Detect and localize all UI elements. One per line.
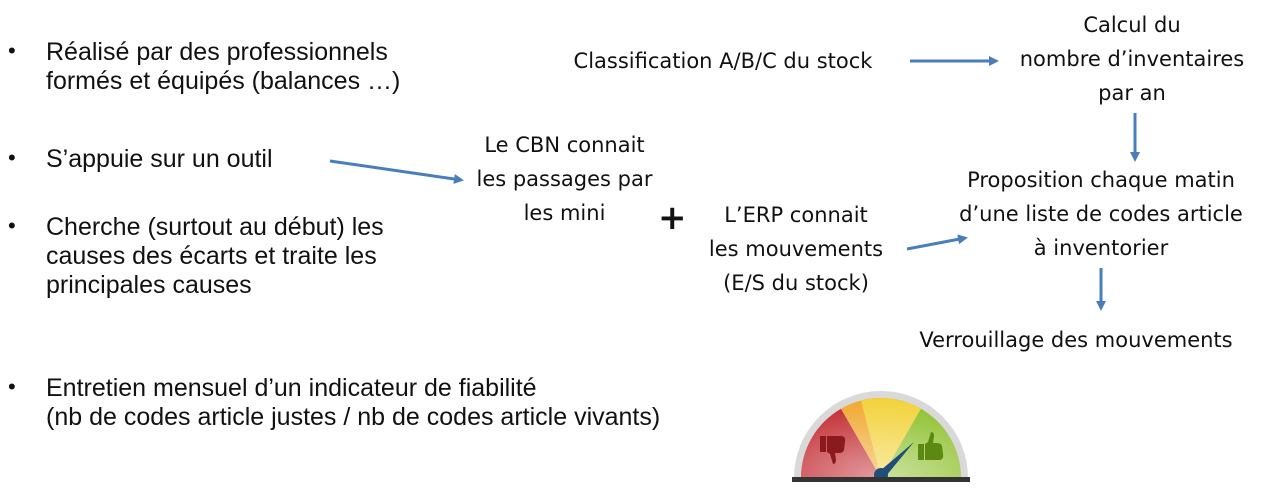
- cbn-node: Le CBN connait les passages par les mini: [476, 133, 653, 225]
- fiability-gauge-icon: [792, 391, 970, 482]
- thumbs-down-icon: [820, 436, 846, 464]
- bullet-4-text: Entretien mensuel d’un indicateur de fia…: [46, 374, 661, 431]
- bullet-2-text: S’appuie sur un outil: [46, 145, 273, 173]
- verrouillage-node: Verrouillage des mouvements: [919, 328, 1233, 352]
- classification-node: Classification A/B/C du stock: [573, 49, 873, 73]
- bullet-symbol: •: [8, 374, 16, 399]
- erp-node: L’ERP connait les mouvements (E/S du sto…: [708, 203, 884, 295]
- bullet-1-text: Réalisé par des professionnels formés et…: [46, 38, 401, 95]
- plus-sign: +: [658, 198, 687, 238]
- gauge-needle: [874, 442, 914, 476]
- arrow-erp-to-proposition: [906, 234, 968, 251]
- proposition-node: Proposition chaque matin d’une liste de …: [959, 168, 1243, 260]
- bullet-symbol: •: [8, 145, 16, 170]
- bullet-symbol: •: [8, 213, 16, 238]
- calcul-node: Calcul du nombre d’inventaires par an: [1019, 13, 1245, 105]
- arrow-outil-to-cbn: [329, 159, 464, 184]
- bullet-symbol: •: [8, 38, 16, 63]
- bullet-3-text: Cherche (surtout au début) les causes de…: [46, 213, 384, 299]
- thumbs-up-icon: [918, 432, 944, 460]
